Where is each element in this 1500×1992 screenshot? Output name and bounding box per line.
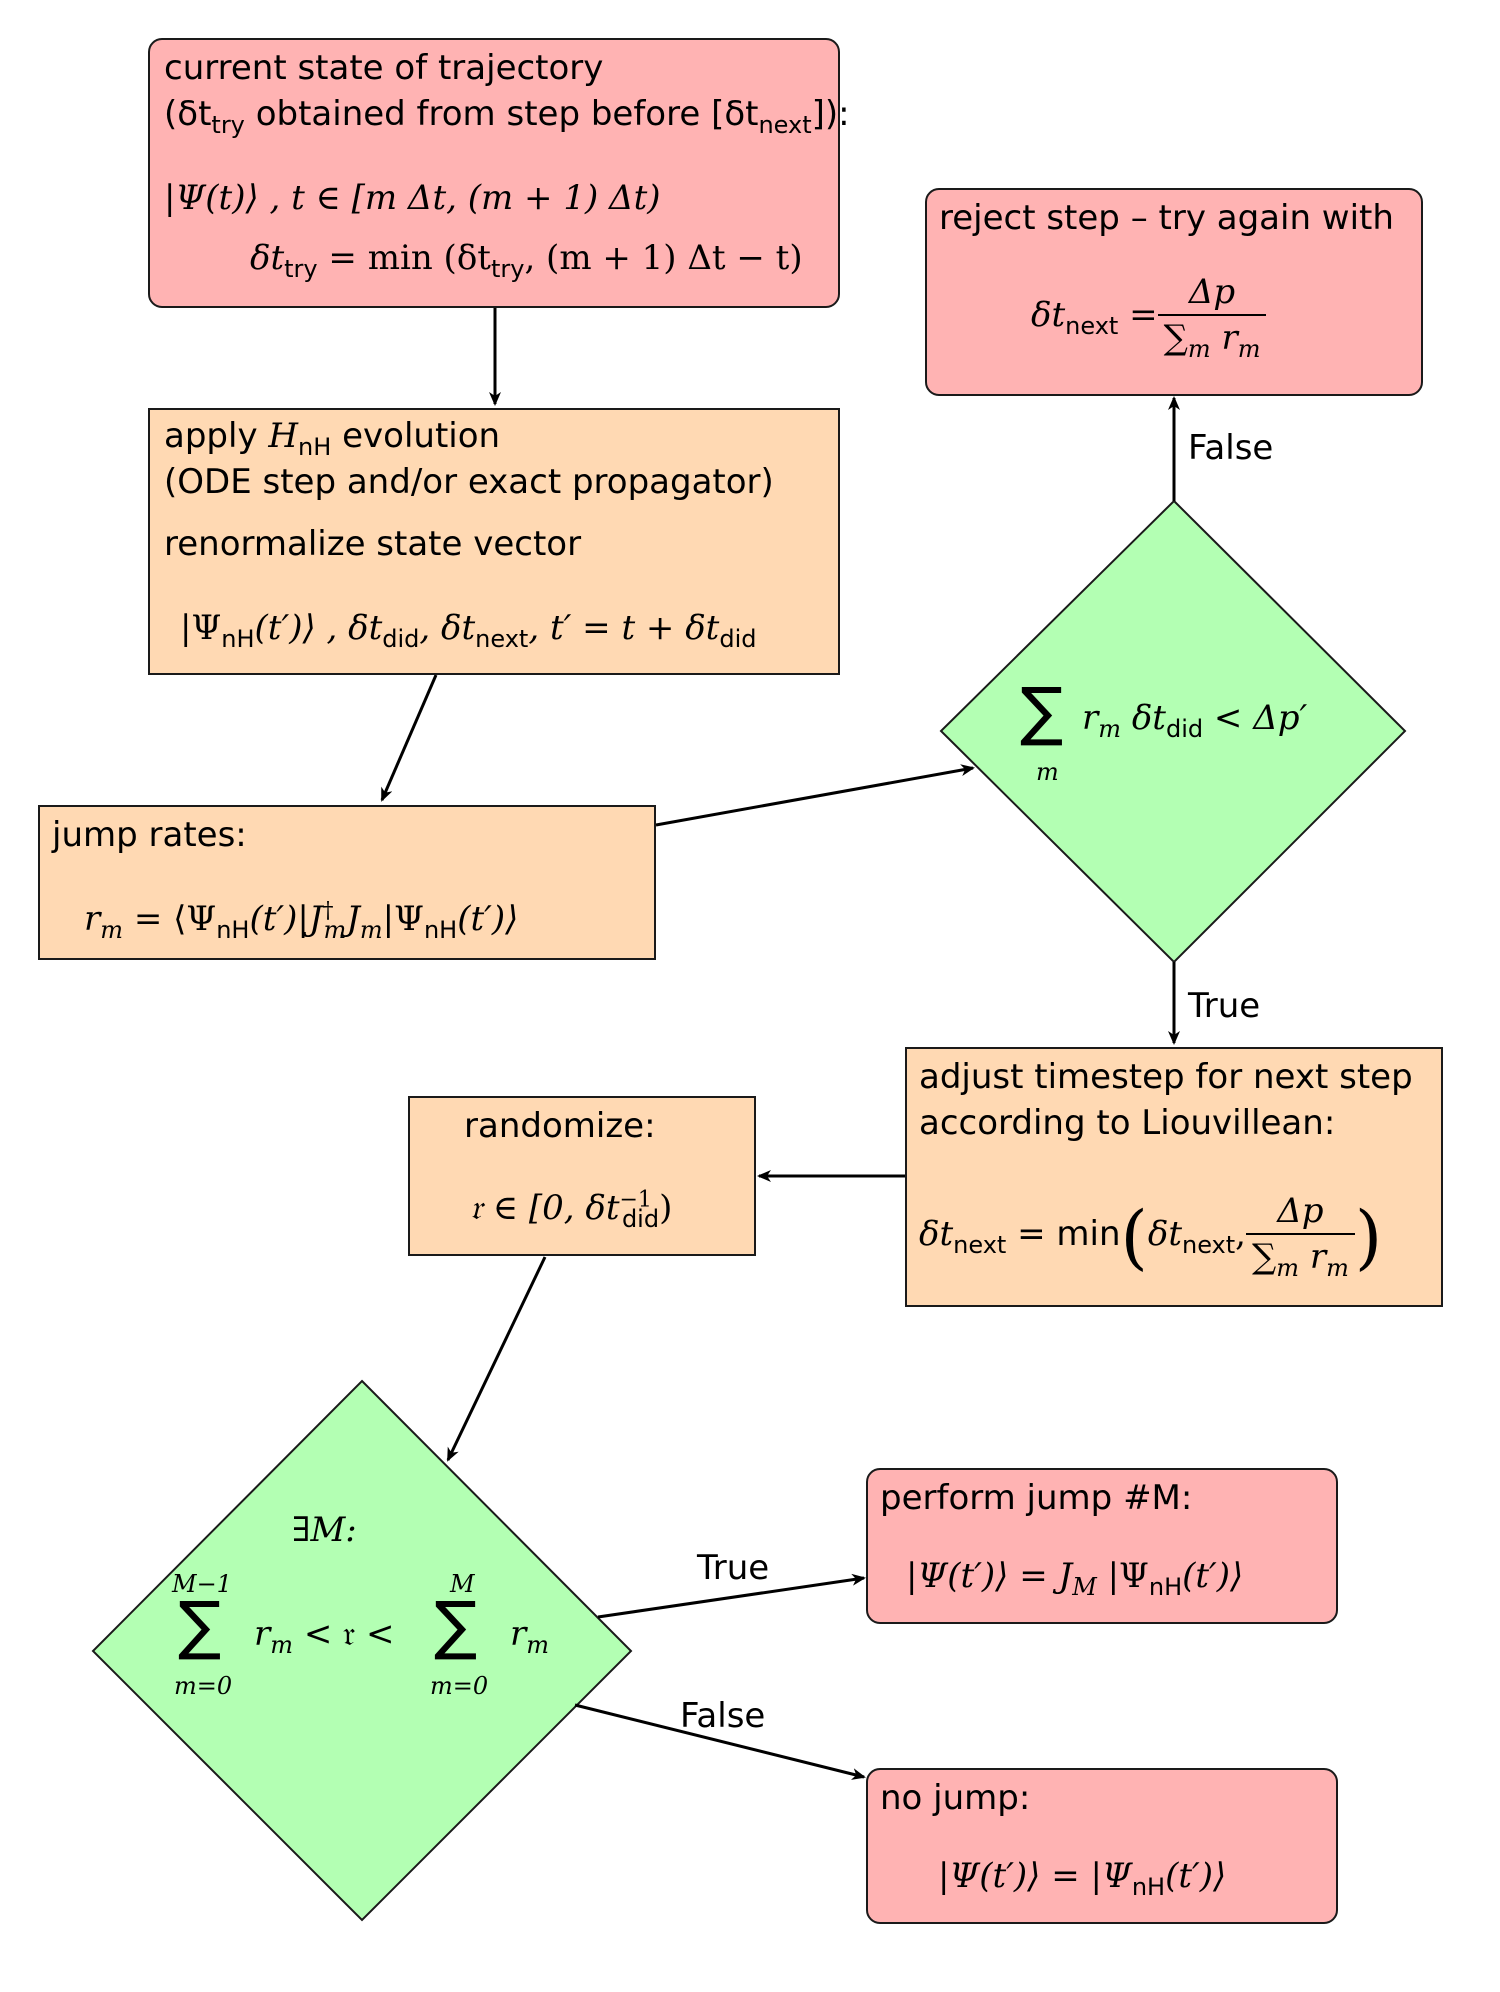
condition-diamond-content: ∑ m rm δtdid < Δp′ [1010, 680, 1340, 790]
randomize-box-equation: 𝔯 ∈ [0, δt−1did) [470, 1187, 673, 1233]
jump-exists-label: ∃M: [292, 1510, 357, 1550]
no-jump-box-title: no jump: [880, 1778, 1031, 1818]
condition-false-label: False [1188, 428, 1274, 468]
arrow-apply-to-rates [380, 674, 438, 802]
jump-sum2-upper: M [450, 1570, 475, 1598]
reject-step-box: reject step – try again with δtnext = Δp… [925, 188, 1423, 396]
jump-rates-box: jump rates: rm = ⟨ΨnH(t′)|J†mJm|ΨnH(t′)⟩ [38, 805, 656, 960]
reject-box-title: reject step – try again with [939, 198, 1394, 238]
jump-sum1-lower: m=0 [174, 1672, 233, 1700]
no-jump-box-equation: |Ψ(t′)⟩ = |ΨnH(t′)⟩ [938, 1856, 1227, 1901]
apply-box-renormalize-line: renormalize state vector [164, 524, 582, 564]
arrow-jump-to-nojump [574, 1703, 866, 1780]
randomize-box-title: randomize: [464, 1106, 656, 1146]
start-box-try-equation: δttry = min (δttry, (m + 1) Δt − t) [250, 238, 803, 283]
jump-mid-expression: rm < 𝔯 < [254, 1614, 395, 1659]
start-box-subtitle: (δttry obtained from step before [δtnext… [164, 94, 850, 139]
reject-box-equation: δtnext = Δp ∑m rm [1031, 270, 1267, 365]
condition-expression: rm δtdid < Δp′ [1082, 698, 1308, 743]
jump-sum2-symbol: ∑ [434, 1589, 478, 1663]
perform-box-title: perform jump #M: [880, 1478, 1193, 1518]
adjust-timestep-box: adjust timestep for next step according … [905, 1047, 1443, 1307]
apply-box-title: apply HnH evolution [164, 416, 501, 461]
start-box-state-equation: |Ψ(t)⟩ , t ∈ [m Δt, (m + 1) Δt) [164, 178, 661, 218]
jump-false-label: False [680, 1696, 766, 1736]
arrow-rates-to-condition [655, 764, 975, 827]
start-box-title: current state of trajectory [164, 48, 604, 88]
jump-diamond-content: ∃M: M−1 ∑ m=0 rm < 𝔯 < M ∑ m=0 rm [160, 1510, 580, 1710]
jump-true-label: True [697, 1548, 770, 1588]
apply-evolution-box: apply HnH evolution (ODE step and/or exa… [148, 408, 840, 675]
adjust-box-equation: δtnext = min ( δtnext, Δp ∑m rm ) [919, 1189, 1382, 1284]
jump-diamond-shape [91, 1379, 633, 1922]
condition-sum-index: m [1036, 758, 1059, 786]
no-jump-box: no jump: |Ψ(t′)⟩ = |ΨnH(t′)⟩ [866, 1768, 1338, 1924]
adjust-box-line2: according to Liouvillean: [919, 1103, 1336, 1143]
condition-sum-symbol: ∑ [1020, 675, 1064, 749]
adjust-box-fraction: Δp ∑m rm [1245, 1189, 1355, 1284]
jump-sum2-lower: m=0 [430, 1672, 489, 1700]
start-box: current state of trajectory (δttry obtai… [148, 38, 850, 308]
apply-box-ode-line: (ODE step and/or exact propagator) [164, 462, 774, 502]
adjust-box-line1: adjust timestep for next step [919, 1057, 1413, 1097]
randomize-box: randomize: 𝔯 ∈ [0, δt−1did) [408, 1096, 756, 1256]
jump-sum1-symbol: ∑ [178, 1589, 222, 1663]
arrow-jump-to-perform [597, 1573, 866, 1619]
perform-jump-box: perform jump #M: |Ψ(t′)⟩ = JM |ΨnH(t′)⟩ [866, 1468, 1338, 1624]
jump-sum1-upper: M−1 [172, 1570, 232, 1598]
arrow-randomize-to-jump [446, 1256, 547, 1462]
apply-box-equation: |ΨnH(t′)⟩ , δtdid, δtnext, t′ = t + δtdi… [180, 608, 757, 653]
condition-true-label: True [1188, 986, 1261, 1026]
jump-rates-title: jump rates: [52, 815, 247, 855]
jump-rates-equation: rm = ⟨ΨnH(t′)|J†mJm|ΨnH(t′)⟩ [84, 898, 519, 944]
jump-end-expression: rm [510, 1614, 550, 1659]
perform-box-equation: |Ψ(t′)⟩ = JM |ΨnH(t′)⟩ [906, 1556, 1244, 1601]
reject-box-fraction: Δp ∑m rm [1157, 270, 1267, 365]
